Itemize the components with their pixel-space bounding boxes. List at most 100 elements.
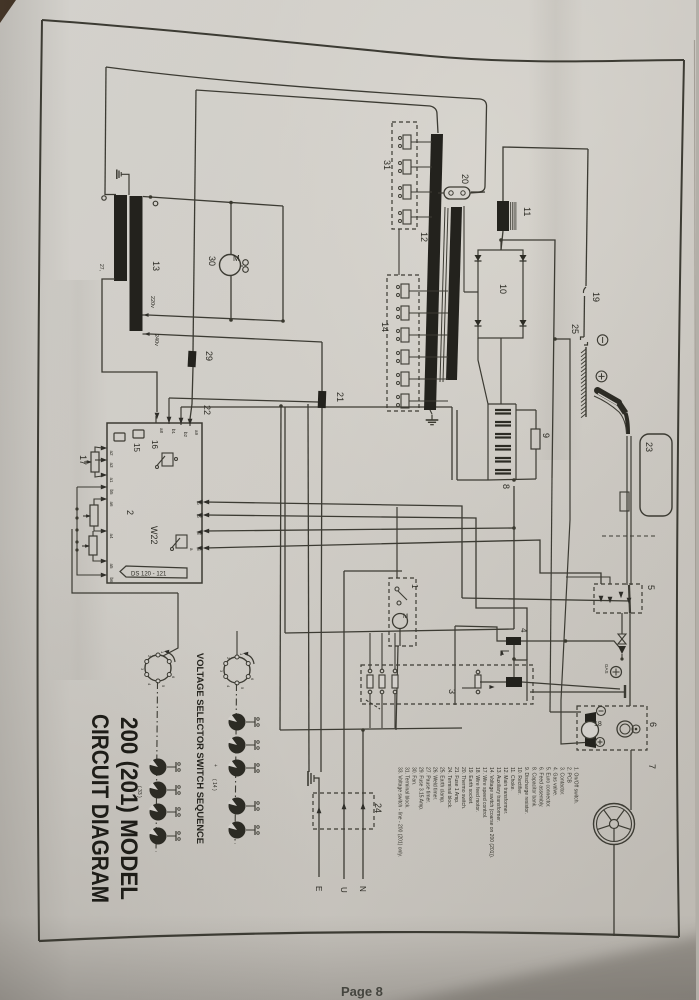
svg-text:( 14 ): ( 14 ) [211, 779, 217, 791]
svg-text:7: 7 [647, 764, 657, 769]
svg-text:14: 14 [380, 322, 390, 332]
svg-text:9. Discharge resistor.: 9. Discharge resistor. [523, 767, 529, 814]
svg-text:24. Terminal block.: 24. Terminal block. [446, 767, 452, 809]
svg-text:1: 1 [410, 584, 419, 589]
svg-text:10. Rectifier.: 10. Rectifier. [516, 767, 522, 795]
svg-text:b8: b8 [197, 514, 203, 519]
svg-text:3. Contactor.: 3. Contactor. [558, 767, 564, 795]
svg-text:b7: b7 [197, 501, 203, 506]
svg-text:W22: W22 [149, 526, 159, 545]
svg-text:GAS: GAS [604, 664, 609, 674]
svg-text:9: 9 [541, 433, 551, 438]
svg-text:a1: a1 [109, 478, 114, 484]
svg-text:4: 4 [226, 685, 231, 688]
svg-text:240v: 240v [153, 334, 159, 346]
svg-text:5: 5 [161, 685, 166, 688]
svg-text:M: M [403, 614, 408, 620]
svg-text:13. Auxiliary transformer.: 13. Auxiliary transformer. [495, 767, 501, 822]
svg-text:16: 16 [150, 440, 159, 449]
svg-text:4: 4 [147, 683, 152, 686]
svg-text:8. Capacitor bank.: 8. Capacitor bank. [530, 767, 536, 808]
svg-text:19: 19 [591, 292, 601, 302]
svg-text:a3: a3 [109, 463, 114, 469]
svg-text:29: 29 [204, 351, 214, 361]
svg-text:3: 3 [219, 670, 224, 673]
svg-text:5: 5 [646, 585, 656, 590]
svg-text:b1: b1 [171, 429, 176, 435]
svg-text:19. Earth socket.: 19. Earth socket. [467, 767, 473, 805]
svg-text:DS 120 - 121: DS 120 - 121 [131, 572, 167, 578]
svg-text:12. Main transformer.: 12. Main transformer. [502, 767, 508, 814]
svg-text:6: 6 [171, 676, 176, 679]
svg-text:11: 11 [522, 207, 532, 216]
svg-text:14. Voltage switch (coarse on: 14. Voltage switch (coarse on 200 (201))… [488, 767, 494, 858]
svg-text:a9: a9 [197, 531, 203, 536]
svg-text:( 33 ): ( 33 ) [136, 786, 142, 798]
svg-text:b6: b6 [109, 578, 114, 584]
svg-text:4: 4 [519, 628, 528, 633]
svg-text:Page 8: Page 8 [341, 984, 383, 999]
svg-text:25. Earth clamp.: 25. Earth clamp. [439, 767, 445, 803]
svg-text:17: 17 [78, 455, 88, 465]
svg-text:21: 21 [335, 392, 345, 402]
svg-text:CIRCUIT DIAGRAM: CIRCUIT DIAGRAM [86, 714, 113, 903]
svg-text:27. Pause timer.: 27. Pause timer. [425, 767, 431, 803]
svg-text:a4: a4 [109, 534, 114, 540]
svg-text:2: 2 [226, 657, 231, 660]
svg-text:6. Feed assembly.: 6. Feed assembly. [537, 767, 543, 807]
svg-text:b5: b5 [109, 490, 114, 496]
svg-text:M: M [233, 254, 240, 263]
svg-text:1. On/Off switch.: 1. On/Off switch. [573, 767, 579, 804]
svg-text:a8: a8 [159, 428, 164, 434]
svg-text:a5: a5 [109, 564, 114, 570]
svg-text:6: 6 [250, 678, 255, 681]
svg-text:4. Gas valve.: 4. Gas valve. [551, 767, 557, 796]
svg-text:VOLTAGE SELECTOR SWITCH SEQUEN: VOLTAGE SELECTOR SWITCH SEQUENCE [194, 653, 205, 844]
svg-text:a: a [189, 548, 194, 551]
svg-text:11. Choke.: 11. Choke. [509, 767, 515, 791]
svg-text:30. Fan.: 30. Fan. [411, 767, 417, 785]
svg-text:18. Wire feed motor.: 18. Wire feed motor. [474, 767, 480, 812]
svg-text:26. Weld timer.: 26. Weld timer. [432, 767, 438, 800]
svg-text:33. Voltage switch - line - 20: 33. Voltage switch - line - 200 (201) on… [397, 767, 403, 857]
svg-text:27,: 27, [98, 264, 104, 271]
svg-text:U: U [339, 887, 348, 893]
svg-text:10: 10 [498, 284, 508, 294]
svg-text:a7: a7 [197, 547, 203, 552]
svg-text:18: 18 [594, 721, 602, 728]
svg-text:25: 25 [570, 324, 580, 334]
svg-text:1: 1 [239, 653, 244, 656]
svg-text:a9: a9 [194, 430, 199, 436]
svg-text:20. Thermo switch.: 20. Thermo switch. [460, 767, 466, 809]
svg-text:a6: a6 [109, 502, 114, 508]
svg-text:N: N [358, 886, 367, 892]
svg-text:8: 8 [501, 484, 511, 489]
svg-text:23: 23 [644, 442, 654, 452]
svg-text:200 (201) MODEL: 200 (201) MODEL [115, 717, 142, 900]
svg-text:E: E [314, 886, 323, 891]
svg-text:+: + [212, 764, 218, 767]
svg-text:3: 3 [447, 689, 457, 694]
svg-text:13: 13 [151, 261, 161, 271]
svg-text:30: 30 [207, 256, 217, 266]
svg-text:24: 24 [373, 803, 383, 813]
svg-text:22: 22 [202, 405, 212, 415]
svg-text:2: 2 [147, 655, 152, 658]
svg-text:2: 2 [125, 510, 135, 515]
svg-text:15: 15 [132, 443, 141, 452]
svg-text:5. Euro connector.: 5. Euro connector. [544, 767, 550, 808]
svg-text:20: 20 [460, 174, 470, 184]
svg-text:31. Terminal block.: 31. Terminal block. [404, 767, 410, 809]
svg-text:b2: b2 [183, 432, 188, 438]
svg-text:12: 12 [419, 232, 429, 242]
svg-text:6: 6 [648, 722, 658, 727]
svg-text:31: 31 [382, 160, 392, 170]
svg-text:5: 5 [240, 687, 245, 690]
svg-text:2. PCB: 2. PCB [565, 767, 571, 784]
svg-text:220v: 220v [149, 296, 155, 308]
svg-text:17. Wire speed control.: 17. Wire speed control. [481, 767, 487, 818]
svg-text:3: 3 [140, 668, 145, 671]
svg-text:29. Fuse 3.15 Amp.: 29. Fuse 3.15 Amp. [418, 767, 424, 810]
svg-text:a2: a2 [109, 451, 114, 457]
svg-text:1: 1 [160, 651, 165, 654]
